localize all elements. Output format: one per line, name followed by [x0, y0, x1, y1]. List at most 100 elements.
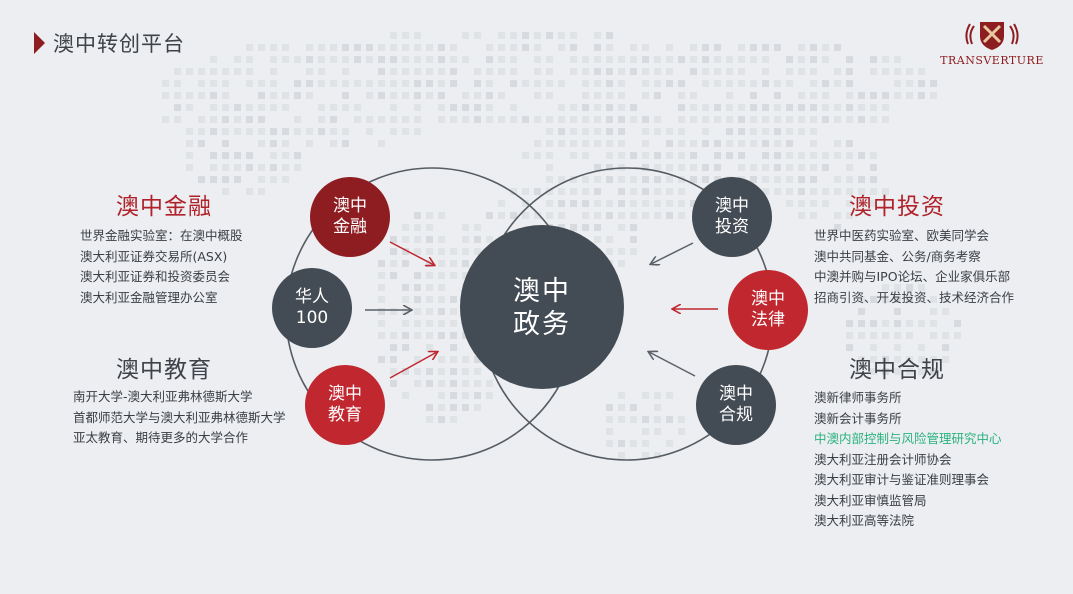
map-dot [762, 140, 769, 147]
map-dot [606, 80, 613, 87]
map-dot [390, 68, 397, 75]
map-dot [486, 392, 493, 399]
map-dot [642, 140, 649, 147]
map-dot [402, 68, 409, 75]
map-dot [882, 188, 889, 195]
list-item: 首都师范大学与澳大利亚弗林德斯大学 [73, 409, 286, 425]
map-dot [678, 428, 685, 435]
map-dot [582, 224, 589, 231]
map-dot [546, 140, 553, 147]
map-dot [366, 80, 373, 87]
map-dot [558, 104, 565, 111]
map-dot [678, 164, 685, 171]
map-dot [690, 176, 697, 183]
map-dot [786, 68, 793, 75]
map-dot [390, 236, 397, 243]
map-dot [582, 152, 589, 159]
map-dot [690, 92, 697, 99]
map-dot [726, 104, 733, 111]
map-dot [942, 296, 949, 303]
map-dot [858, 200, 865, 207]
map-dot [774, 104, 781, 111]
map-dot [498, 212, 505, 219]
map-dot [438, 92, 445, 99]
map-dot [870, 92, 877, 99]
map-dot [666, 188, 673, 195]
map-dot [630, 236, 637, 243]
map-dot [546, 152, 553, 159]
map-dot [702, 116, 709, 123]
map-dot [222, 152, 229, 159]
map-dot [570, 68, 577, 75]
map-dot [534, 56, 541, 63]
map-dot [618, 260, 625, 267]
map-dot [654, 200, 661, 207]
map-dot [246, 68, 253, 75]
map-dot [438, 44, 445, 51]
list-item: 中澳并购与IPO论坛、企业家俱乐部 [814, 269, 1011, 284]
map-dot [594, 56, 601, 63]
map-dot [594, 80, 601, 87]
map-dot [594, 44, 601, 51]
map-dot [882, 356, 889, 363]
map-dot [630, 440, 637, 447]
map-dot [510, 104, 517, 111]
map-dot [822, 44, 829, 51]
map-dot [702, 176, 709, 183]
map-dot [798, 188, 805, 195]
map-dot [318, 116, 325, 123]
map-dot [594, 140, 601, 147]
education-section-list: 南开大学-澳大利亚弗林德斯大学 首都师范大学与澳大利亚弗林德斯大学 亚太教育、期… [73, 387, 286, 449]
map-dot [306, 140, 313, 147]
map-dot [378, 56, 385, 63]
map-dot [846, 116, 853, 123]
map-dot [774, 164, 781, 171]
map-dot [474, 116, 481, 123]
law-node-label: 澳中 法律 [738, 289, 798, 331]
map-dot [642, 452, 649, 459]
map-dot [258, 176, 265, 183]
map-dot [666, 80, 673, 87]
map-dot [582, 176, 589, 183]
map-dot [798, 56, 805, 63]
map-dot [822, 164, 829, 171]
map-dot [438, 68, 445, 75]
map-dot [462, 104, 469, 111]
map-dot [774, 188, 781, 195]
map-dot [642, 128, 649, 135]
map-dot [402, 44, 409, 51]
finance-section-title: 澳中金融 [116, 194, 212, 220]
map-dot [186, 104, 193, 111]
map-dot [234, 56, 241, 63]
map-dot [306, 56, 313, 63]
map-dot [474, 104, 481, 111]
map-dot [762, 44, 769, 51]
map-dot [210, 104, 217, 111]
map-dot [474, 368, 481, 375]
node-label-line1: 澳中 [715, 196, 749, 216]
map-dot [630, 404, 637, 411]
map-dot [546, 116, 553, 123]
map-dot [570, 176, 577, 183]
finance-node [310, 177, 390, 257]
map-dot [894, 368, 901, 375]
map-dot [270, 44, 277, 51]
map-dot [258, 140, 265, 147]
map-dot [870, 368, 877, 375]
map-dot [474, 92, 481, 99]
map-dot [402, 92, 409, 99]
map-dot [666, 68, 673, 75]
map-dot [426, 224, 433, 231]
map-dot [210, 116, 217, 123]
map-dot [786, 80, 793, 87]
map-dot [174, 116, 181, 123]
map-dot [906, 92, 913, 99]
map-dot [630, 56, 637, 63]
map-dot [798, 92, 805, 99]
map-dot [606, 428, 613, 435]
map-dot [630, 152, 637, 159]
map-dot [798, 152, 805, 159]
map-dot [390, 56, 397, 63]
map-dot [726, 128, 733, 135]
